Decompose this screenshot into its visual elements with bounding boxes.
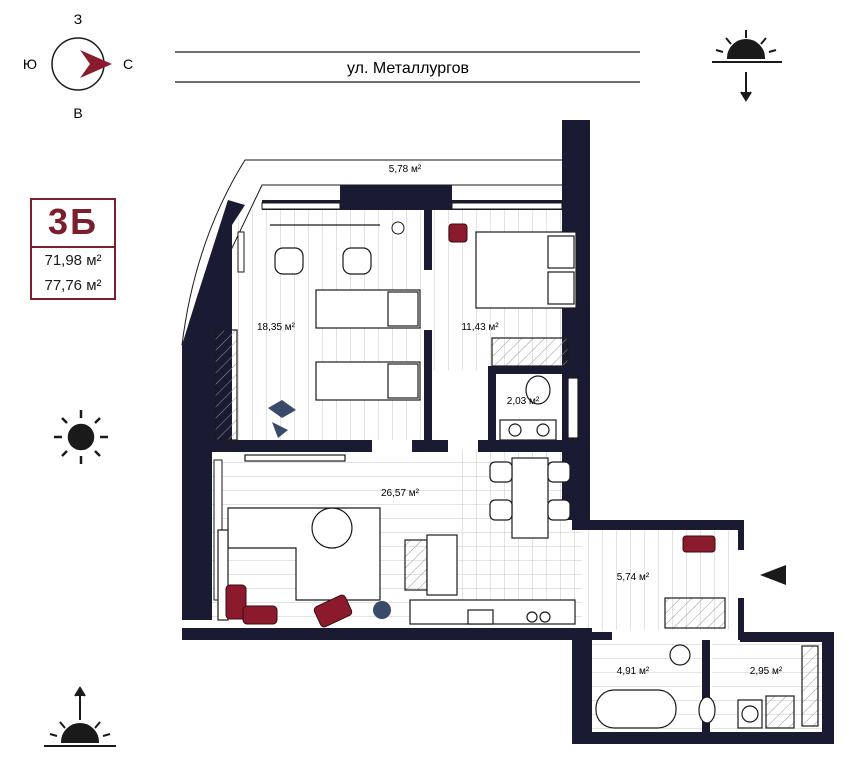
room-area-bathroom-large: 4,91 м² (617, 666, 650, 677)
room-area-bedroom-small: 11,43 м² (461, 322, 499, 333)
unit-code: 3Б (30, 198, 116, 248)
unit-info: 3Б 71,98 м² 77,76 м² (30, 198, 116, 300)
street-name: ул. Металлургов (347, 60, 469, 77)
plant-icons (268, 221, 405, 619)
compass-south: В (73, 105, 82, 121)
walls (182, 120, 834, 744)
room-area-living-kitchen: 26,57 м² (381, 488, 420, 499)
room-area-balcony: 5,78 м² (389, 164, 422, 175)
room-area-utility: 2,95 м² (750, 666, 783, 677)
compass-icon: З В С Ю (23, 11, 133, 121)
sun-icon (54, 410, 108, 464)
compass-east: С (123, 56, 133, 72)
accent-furniture (225, 223, 716, 628)
room-area-hallway: 5,74 м² (617, 572, 650, 583)
compass-north: З (74, 11, 82, 27)
living-area: 71,98 м² (30, 248, 116, 273)
compass-west: Ю (23, 56, 37, 72)
entrance-arrow-icon (760, 565, 786, 585)
room-area-bathroom-small: 2,03 м² (507, 396, 540, 407)
sunrise-icon (712, 30, 782, 102)
total-area: 77,76 м² (30, 273, 116, 300)
street-label: ул. Металлургов (175, 51, 640, 83)
furniture (214, 224, 819, 729)
room-area-bedroom-large: 18,35 м² (257, 322, 296, 333)
sunset-icon (44, 686, 116, 747)
